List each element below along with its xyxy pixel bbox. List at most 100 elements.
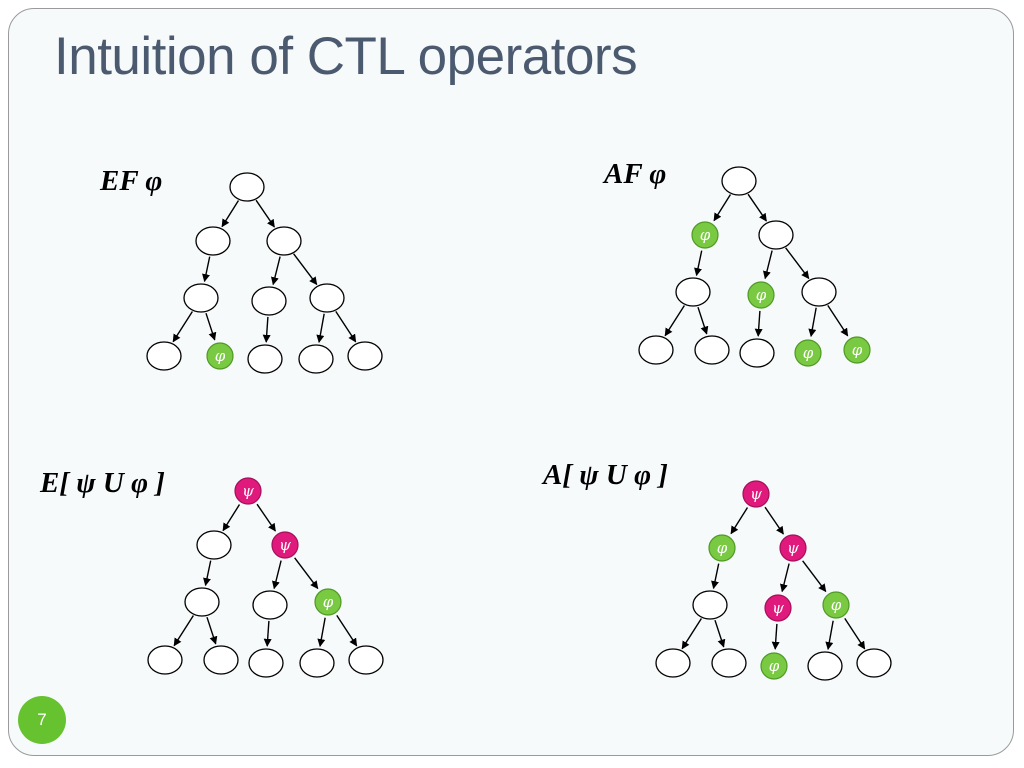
tree-edge bbox=[294, 557, 319, 590]
state-node-phi: φ bbox=[760, 652, 788, 680]
tree-edge bbox=[825, 620, 834, 651]
state-node-psi: ψ bbox=[234, 477, 262, 505]
node-label-psi: ψ bbox=[242, 482, 254, 500]
tree-edge bbox=[293, 253, 318, 286]
tree-edge bbox=[203, 560, 212, 587]
state-node-empty bbox=[195, 226, 231, 256]
state-node-empty bbox=[252, 590, 288, 620]
state-node-empty bbox=[675, 277, 711, 307]
tree-edge bbox=[270, 256, 281, 286]
state-node-empty bbox=[266, 226, 302, 256]
state-node-psi: ψ bbox=[764, 594, 792, 622]
state-node-empty bbox=[807, 651, 843, 681]
node-label-phi: φ bbox=[831, 596, 842, 614]
tree-edge bbox=[173, 615, 194, 647]
tree-edge bbox=[747, 193, 767, 222]
tree-edge bbox=[335, 310, 357, 343]
node-label-phi: φ bbox=[717, 539, 728, 557]
tree-edge bbox=[316, 313, 325, 344]
state-node-phi: φ bbox=[843, 336, 871, 364]
state-node-empty bbox=[694, 335, 730, 365]
state-node-psi: ψ bbox=[779, 534, 807, 562]
state-node-empty bbox=[638, 335, 674, 365]
state-node-phi: φ bbox=[314, 588, 342, 616]
state-node-phi: φ bbox=[206, 342, 234, 370]
tree-ef: φ bbox=[146, 172, 383, 374]
tree-edge bbox=[271, 560, 282, 590]
label-au: A[ ψ U φ ] bbox=[543, 459, 668, 491]
state-node-phi: φ bbox=[822, 591, 850, 619]
state-node-empty bbox=[692, 590, 728, 620]
page-number-badge: 7 bbox=[18, 696, 66, 744]
tree-edge bbox=[827, 304, 849, 337]
tree-edge bbox=[205, 312, 217, 341]
state-node-empty bbox=[183, 283, 219, 313]
tree-edge bbox=[754, 310, 763, 337]
tree-edge bbox=[714, 619, 726, 648]
tree-edge bbox=[762, 250, 773, 280]
state-node-empty bbox=[347, 341, 383, 371]
tree-edge bbox=[697, 306, 709, 335]
state-node-empty bbox=[247, 344, 283, 374]
tree-edge bbox=[172, 311, 193, 343]
state-node-empty bbox=[711, 648, 747, 678]
node-label-phi: φ bbox=[215, 347, 226, 365]
state-node-empty bbox=[196, 530, 232, 560]
tree-edge bbox=[256, 503, 276, 532]
tree-eu: ψ ψ φ bbox=[147, 477, 384, 678]
node-label-psi: ψ bbox=[279, 536, 291, 554]
node-label-phi: φ bbox=[803, 344, 814, 362]
tree-edge bbox=[681, 618, 702, 650]
state-node-phi: φ bbox=[747, 281, 775, 309]
state-node-phi: φ bbox=[794, 339, 822, 367]
slide-frame bbox=[8, 8, 1014, 756]
node-label-phi: φ bbox=[700, 226, 711, 244]
state-node-empty bbox=[721, 166, 757, 196]
tree-edge bbox=[255, 199, 275, 228]
state-node-empty bbox=[801, 277, 837, 307]
state-node-empty bbox=[856, 648, 892, 678]
state-node-empty bbox=[655, 648, 691, 678]
tree-edge bbox=[222, 504, 241, 532]
state-node-empty bbox=[248, 648, 284, 678]
node-label-phi: φ bbox=[769, 657, 780, 675]
state-node-empty bbox=[147, 645, 183, 675]
tree-edge bbox=[785, 247, 810, 280]
state-node-empty bbox=[146, 341, 182, 371]
state-node-empty bbox=[184, 587, 220, 617]
node-label-psi: ψ bbox=[787, 539, 799, 557]
tree-edge bbox=[336, 614, 358, 647]
tree-edge bbox=[844, 617, 866, 650]
tree-edge bbox=[730, 507, 749, 535]
tree-edge bbox=[263, 620, 272, 647]
slide-title: Intuition of CTL operators bbox=[54, 27, 638, 86]
state-node-phi: φ bbox=[708, 534, 736, 562]
state-node-empty bbox=[203, 645, 239, 675]
tree-edge bbox=[808, 307, 817, 338]
tree-edge bbox=[664, 305, 685, 337]
node-label-psi: ψ bbox=[772, 599, 784, 617]
state-node-empty bbox=[758, 220, 794, 250]
node-label-psi: ψ bbox=[750, 485, 762, 503]
tree-edge bbox=[802, 560, 827, 593]
tree-edge bbox=[202, 256, 211, 283]
node-label-phi: φ bbox=[852, 341, 863, 359]
tree-edge bbox=[206, 616, 218, 645]
node-label-phi: φ bbox=[323, 593, 334, 611]
state-node-empty bbox=[739, 338, 775, 368]
tree-edge bbox=[779, 563, 790, 593]
state-node-empty bbox=[229, 172, 265, 202]
state-node-empty bbox=[309, 283, 345, 313]
tree-edge bbox=[764, 506, 784, 535]
tree-edge bbox=[221, 200, 240, 228]
tree-af: φ φ φ φ bbox=[638, 166, 871, 368]
tree-edge bbox=[262, 316, 271, 343]
tree-edge bbox=[317, 617, 326, 648]
node-label-phi: φ bbox=[756, 286, 767, 304]
tree-edge bbox=[711, 563, 720, 590]
state-node-phi: φ bbox=[691, 221, 719, 249]
state-node-empty bbox=[348, 645, 384, 675]
label-af: AF φ bbox=[604, 158, 667, 190]
tree-au: ψ φ ψ ψ φ φ bbox=[655, 480, 892, 681]
